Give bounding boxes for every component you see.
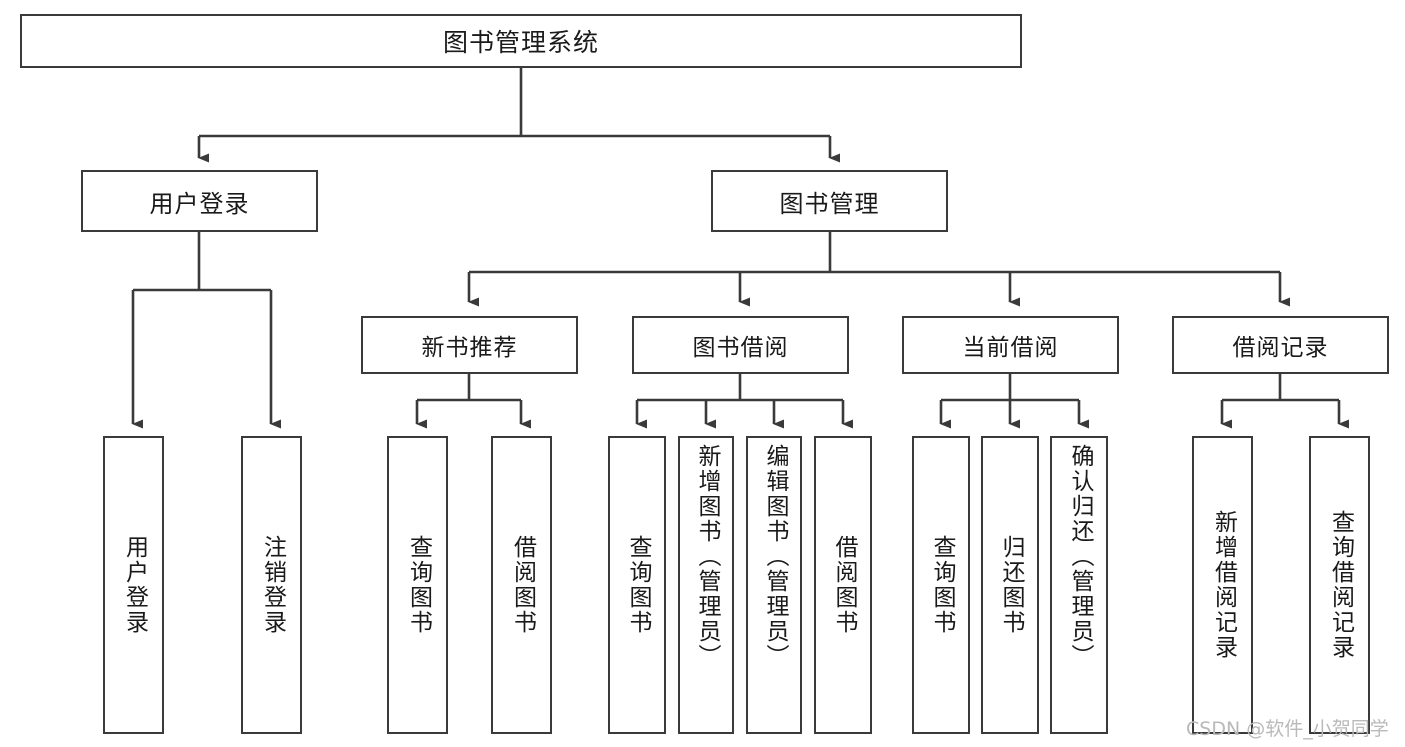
node-current-borrow-label: 当前借阅 — [962, 335, 1059, 361]
node-borrow-record[interactable]: 借阅记录 — [1172, 316, 1389, 374]
node-leaf-user-login-label: 用户登录 — [121, 535, 148, 635]
node-leaf-borrow-book-1-label: 借阅图书 — [509, 535, 536, 635]
node-leaf-query-book-3[interactable]: 查询图书 — [912, 436, 970, 734]
node-leaf-add-record[interactable]: 新增借阅记录 — [1192, 436, 1253, 734]
node-leaf-return-book[interactable]: 归还图书 — [981, 436, 1039, 734]
node-leaf-query-book-2-label: 查询图书 — [624, 535, 651, 635]
node-leaf-user-login[interactable]: 用户登录 — [103, 436, 164, 734]
node-book-management-label: 图书管理 — [779, 189, 880, 218]
node-leaf-add-book-label: 新增图书（管理员） — [693, 444, 720, 669]
node-leaf-query-book-3-label: 查询图书 — [928, 535, 955, 635]
node-leaf-query-book-1-label: 查询图书 — [405, 535, 432, 635]
node-root-system[interactable]: 图书管理系统 — [20, 14, 1022, 68]
node-leaf-query-book-1[interactable]: 查询图书 — [387, 436, 448, 734]
node-leaf-query-book-2[interactable]: 查询图书 — [608, 436, 666, 734]
node-leaf-query-record[interactable]: 查询借阅记录 — [1309, 436, 1370, 734]
node-book-borrow[interactable]: 图书借阅 — [632, 316, 849, 374]
node-leaf-borrow-book-2-label: 借阅图书 — [830, 535, 857, 635]
node-leaf-borrow-book-1[interactable]: 借阅图书 — [491, 436, 552, 734]
node-leaf-confirm-return[interactable]: 确认归还（管理员） — [1050, 436, 1108, 734]
csdn-watermark: CSDN @软件_小贺同学 — [1186, 718, 1389, 740]
node-leaf-edit-book-label: 编辑图书（管理员） — [761, 444, 788, 669]
node-leaf-logout-login[interactable]: 注销登录 — [241, 436, 302, 734]
node-root-label: 图书管理系统 — [442, 28, 599, 57]
node-leaf-edit-book[interactable]: 编辑图书（管理员） — [746, 436, 802, 734]
node-borrow-record-label: 借阅记录 — [1232, 335, 1329, 361]
node-user-login-label: 用户登录 — [149, 189, 250, 218]
node-current-borrow[interactable]: 当前借阅 — [902, 316, 1119, 374]
node-new-book-recommend[interactable]: 新书推荐 — [361, 316, 578, 374]
node-leaf-add-book[interactable]: 新增图书（管理员） — [678, 436, 734, 734]
node-leaf-return-book-label: 归还图书 — [997, 535, 1024, 635]
node-leaf-add-record-label: 新增借阅记录 — [1210, 510, 1237, 660]
node-user-login[interactable]: 用户登录 — [81, 170, 318, 232]
node-leaf-borrow-book-2[interactable]: 借阅图书 — [814, 436, 872, 734]
node-book-borrow-label: 图书借阅 — [692, 335, 789, 361]
node-leaf-confirm-return-label: 确认归还（管理员） — [1066, 444, 1093, 669]
node-new-book-recommend-label: 新书推荐 — [421, 335, 518, 361]
node-leaf-query-record-label: 查询借阅记录 — [1327, 510, 1354, 660]
node-leaf-logout-login-label: 注销登录 — [259, 535, 286, 635]
node-book-management[interactable]: 图书管理 — [711, 170, 948, 232]
